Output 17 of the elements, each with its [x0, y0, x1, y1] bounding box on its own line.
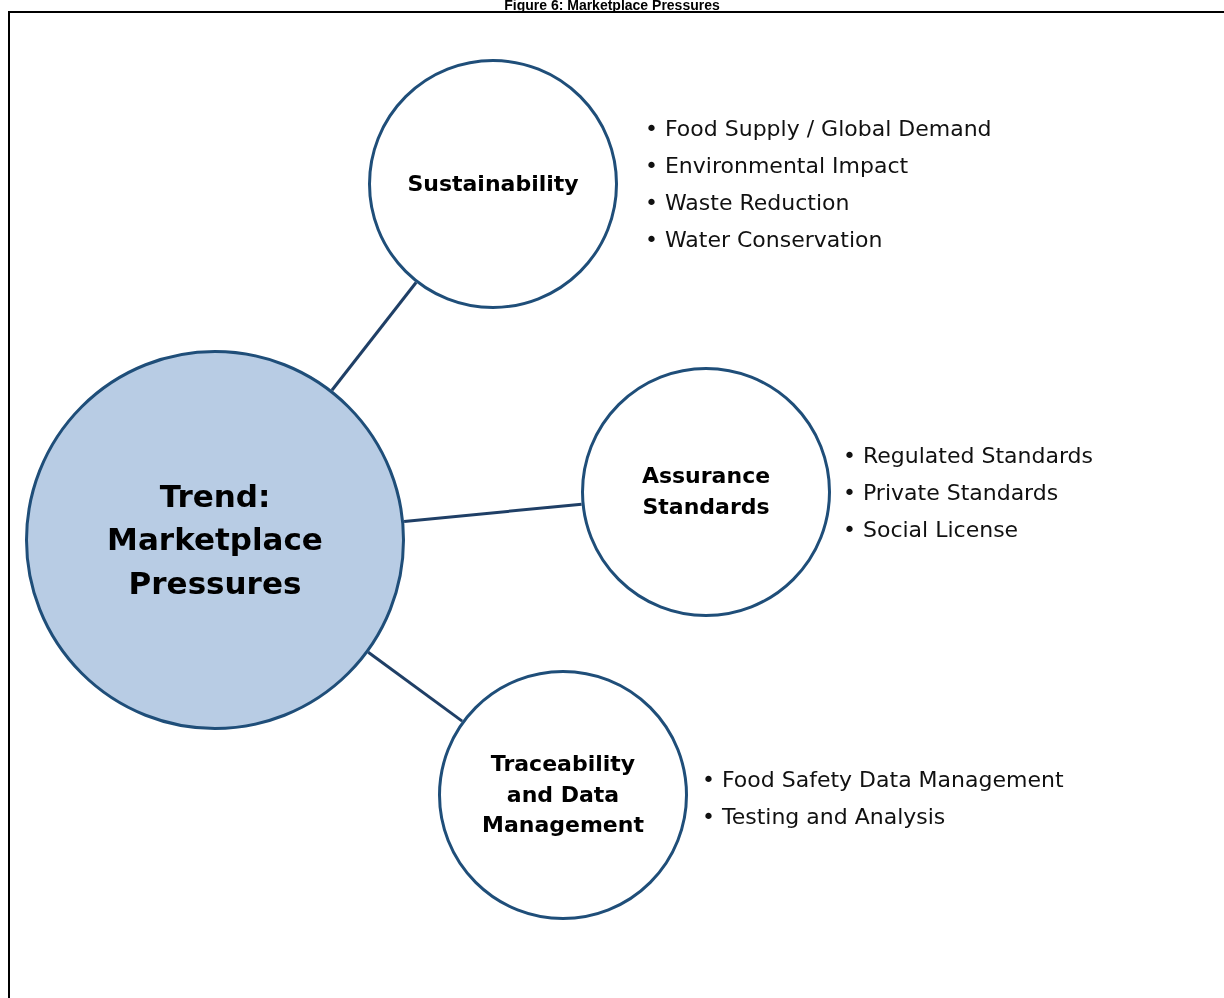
- figure-title: Figure 6: Marketplace Pressures: [503, 0, 721, 13]
- bullet-item: • Social License: [843, 516, 1019, 544]
- bullet-item: • Environmental Impact: [645, 152, 909, 180]
- bullet-item: • Waste Reduction: [645, 189, 850, 217]
- connector-line: [330, 281, 418, 392]
- circle-label: Sustainability: [406, 169, 580, 198]
- connector-line: [367, 651, 464, 723]
- circle-label: Traceability and Data Management: [481, 749, 645, 840]
- bullet-item: • Food Safety Data Management: [702, 766, 1064, 794]
- bullet-item: • Food Supply / Global Demand: [645, 115, 992, 143]
- bullet-item: • Testing and Analysis: [702, 803, 946, 831]
- circle-label: Assurance Standards: [640, 462, 772, 521]
- connector-line: [403, 502, 582, 523]
- circle-label: Trend: Marketplace Pressures: [106, 476, 324, 603]
- bullet-item: • Regulated Standards: [843, 442, 1093, 470]
- bullet-item: • Private Standards: [843, 479, 1059, 507]
- bullet-item: • Water Conservation: [645, 226, 883, 254]
